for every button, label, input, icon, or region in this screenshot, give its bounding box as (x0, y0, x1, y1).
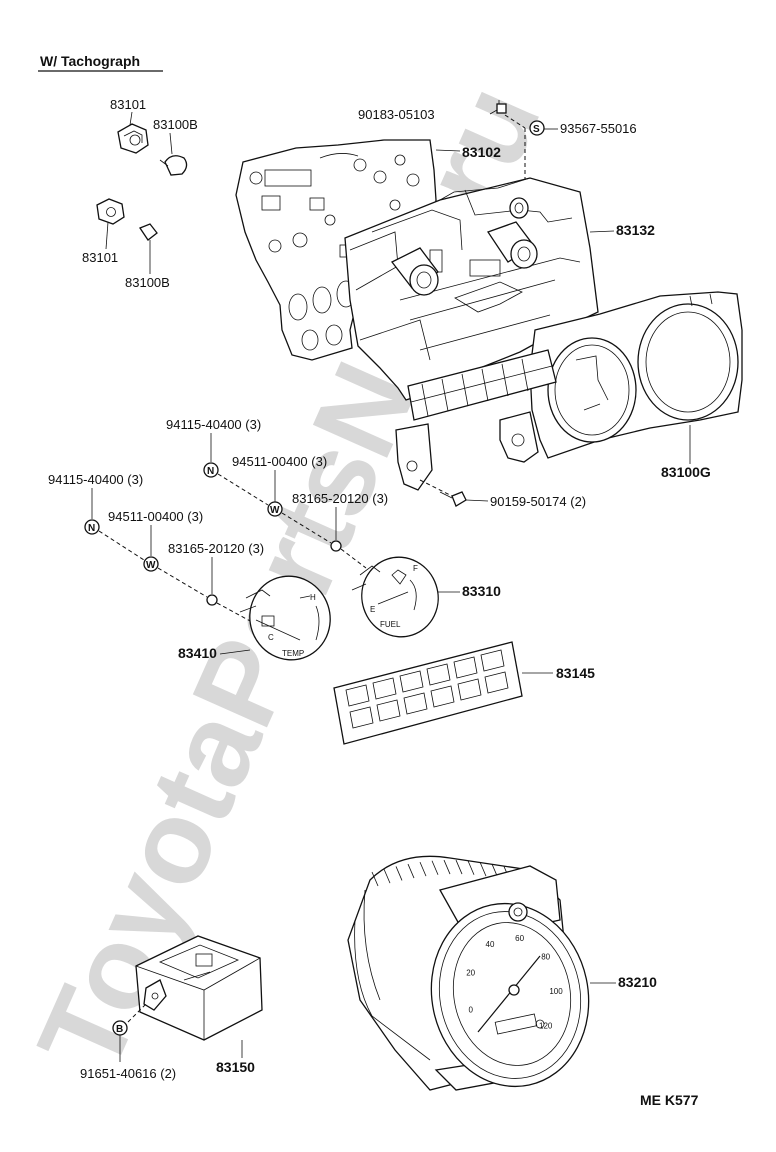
symbol-b-letter: B (116, 1024, 123, 1035)
case-83100g (529, 291, 743, 459)
lens-window (403, 692, 428, 715)
lens-window (480, 649, 505, 672)
temp-gauge-h: H (310, 593, 316, 602)
tachograph-unit-83150 (135, 935, 263, 1041)
lens-plate-83145 (333, 641, 523, 745)
socket-83101-top (117, 123, 149, 154)
symbol-w-a-letter: W (270, 505, 280, 516)
housing-fin (455, 859, 463, 875)
label-83210: 83210 (618, 974, 657, 990)
label-94115-40400-a: 94115-40400 (3) (166, 417, 261, 432)
label-83165-20120-b: 83165-20120 (3) (168, 541, 264, 556)
symbol-n-a-letter: N (207, 466, 214, 477)
lens-window (345, 684, 370, 707)
lens-window (426, 663, 451, 686)
speedo-tick-label: 0 (468, 1006, 473, 1015)
nut-83165-a (330, 540, 342, 552)
label-90159-50174: 90159-50174 (2) (490, 494, 586, 509)
lens-window (484, 671, 509, 694)
screw-90183 (496, 100, 507, 114)
screw-90159 (439, 491, 467, 507)
symbol-s (529, 120, 545, 136)
housing-fin (407, 863, 415, 879)
lens-window (430, 685, 455, 708)
lens-window (349, 706, 374, 729)
case-bracket-left (395, 423, 433, 491)
housing-fin (383, 868, 391, 884)
lens-window (399, 670, 424, 693)
lens-window (376, 699, 401, 722)
tachograph-83210: 0 20 40 60 80 100 120 (347, 855, 590, 1091)
label-83145: 83145 (556, 665, 595, 681)
speedo-tick-label: 40 (486, 940, 495, 949)
temp-gauge-c: C (268, 633, 274, 642)
housing-socket-tab (509, 197, 529, 219)
symbol-n-b (84, 519, 100, 535)
fuel-gauge-label: FUEL (380, 620, 401, 629)
speedo-tick-label: 20 (466, 969, 475, 978)
housing-fin (395, 866, 403, 881)
label-83101-top: 83101 (110, 97, 146, 112)
label-83100b-top: 83100B (153, 117, 198, 132)
label-83132: 83132 (616, 222, 655, 238)
housing-83132 (344, 177, 599, 401)
housing-fin (479, 861, 487, 877)
diagram-code: ME K577 (640, 1092, 699, 1108)
fuel-gauge-e: E (370, 605, 375, 614)
symbol-w-a (267, 501, 283, 517)
housing-fin (431, 860, 439, 875)
nut-83165-b (206, 594, 218, 606)
label-83165-20120-a: 83165-20120 (3) (292, 491, 388, 506)
housing-fin (419, 861, 427, 877)
label-83310: 83310 (462, 583, 501, 599)
label-93567-55016: 93567-55016 (560, 121, 637, 136)
label-90183-05103: 90183-05103 (358, 107, 435, 122)
label-94511-00400-b: 94511-00400 (3) (108, 509, 203, 524)
lens-window (453, 656, 478, 679)
bulb-83100b-top (159, 155, 188, 176)
housing-cylinder-left (391, 247, 439, 296)
label-83100b-bottom: 83100B (125, 275, 170, 290)
printed-circuit-83102 (235, 139, 437, 361)
label-83100g: 83100G (661, 464, 711, 480)
label-83101-bottom: 83101 (82, 250, 118, 265)
housing-fin (371, 871, 379, 887)
symbol-w-b-letter: W (146, 560, 156, 571)
speedo-tick-label: 60 (515, 934, 524, 943)
label-83102: 83102 (462, 144, 501, 160)
label-94511-00400-a: 94511-00400 (3) (232, 454, 327, 469)
speedo-tick-label: 100 (549, 987, 563, 996)
label-91651-40616: 91651-40616 (2) (80, 1066, 176, 1081)
socket-83101-bottom (96, 198, 125, 225)
label-94115-40400-b: 94115-40400 (3) (48, 472, 143, 487)
housing-fin (443, 859, 451, 875)
label-83150: 83150 (216, 1059, 255, 1075)
fuel-gauge-83310: FUEL E F (351, 556, 439, 638)
temp-gauge-83410: TEMP C H (239, 575, 331, 661)
housing-fin (467, 860, 475, 875)
symbol-w-b (143, 556, 159, 572)
case-front-grid (407, 349, 557, 421)
case-bracket-middle (499, 411, 539, 463)
housing-cylinder-right (486, 221, 538, 269)
symbol-n-b-letter: N (88, 523, 95, 534)
diagram-header: W/ Tachograph (40, 53, 140, 69)
bulb-83100b-bottom (139, 223, 158, 241)
speedo-tick-label: 80 (541, 952, 550, 961)
symbol-s-letter: S (533, 124, 540, 135)
symbol-n-a (203, 462, 219, 478)
lens-window (457, 678, 482, 701)
speedo-tick-label: 120 (539, 1022, 553, 1031)
lens-window (372, 677, 397, 700)
fuel-gauge-f: F (413, 564, 418, 573)
temp-gauge-label: TEMP (282, 649, 304, 658)
label-83410: 83410 (178, 645, 217, 661)
